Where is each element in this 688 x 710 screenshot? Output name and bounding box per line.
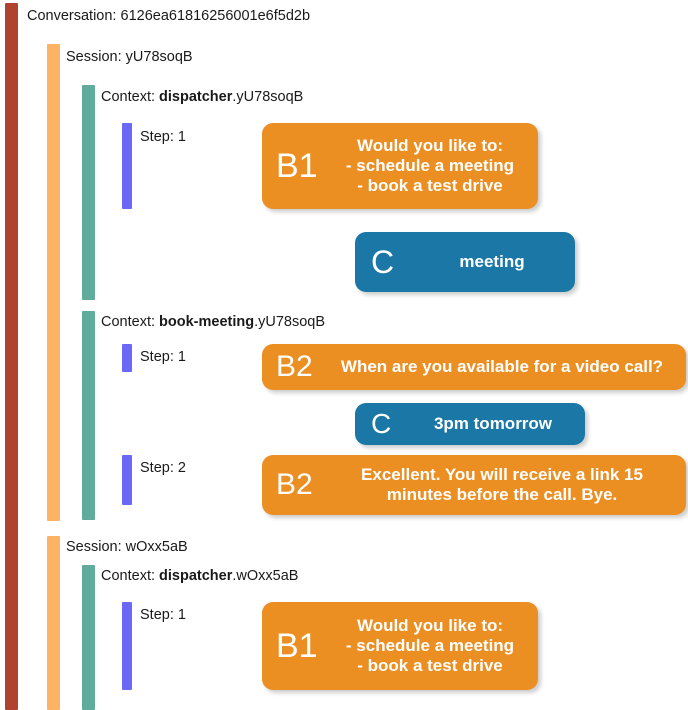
message-bubble-b1-second[interactable]: B1 Would you like to:- schedule a meetin… [262, 602, 538, 690]
context-label-book-meeting: Context: book-meeting.yU78soqB [101, 315, 325, 330]
step-bar-2-1-1 [122, 602, 132, 690]
message-text: meeting [459, 251, 525, 271]
context-bar-book-meeting [82, 311, 95, 520]
session-bar-wOxx5aB [47, 536, 60, 710]
message-text: 3pm tomorrow [433, 413, 553, 433]
message-line-2: - schedule a meeting [345, 635, 515, 655]
message-line-3: - book a test drive [357, 176, 503, 196]
context-bar-dispatcher-1 [82, 85, 95, 300]
message-line-1: Excellent. You will receive a link 15 [361, 464, 643, 484]
context-label-prefix: Context: [101, 568, 160, 584]
context-suffix: .yU78soqB [254, 314, 326, 330]
context-name: dispatcher [159, 568, 233, 584]
message-line-3: - book a test drive [357, 656, 503, 676]
message-tag: B2 [276, 468, 313, 501]
step-label-1-2-2: Step: 2 [140, 460, 186, 476]
step-label-1-1-1: Step: 1 [140, 129, 186, 145]
message-tag: B1 [276, 627, 318, 665]
session-id: yU78soqB [125, 49, 193, 65]
session-label-prefix: Session: [66, 49, 126, 65]
context-label-prefix: Context: [101, 314, 160, 330]
message-tag: C [371, 408, 392, 439]
session-label-prefix: Session: [66, 539, 126, 555]
session-bar-yU78soqB [47, 44, 60, 521]
message-line-1: Would you like to: [356, 135, 504, 155]
context-bar-dispatcher-2 [82, 565, 95, 710]
message-bubble-b2-question[interactable]: B2 When are you available for a video ca… [262, 344, 686, 390]
step-bar-1-2-2 [122, 455, 132, 505]
message-bubble-b1-first[interactable]: B1 Would you like to:- schedule a meetin… [262, 123, 538, 209]
message-bubble-b2-confirm[interactable]: B2 Excellent. You will receive a link 15… [262, 455, 686, 515]
conversation-label: Conversation: 6126ea61816256001e6f5d2b [27, 9, 310, 24]
session-id: wOxx5aB [125, 539, 188, 555]
conversation-id: 6126ea61816256001e6f5d2b [120, 8, 311, 24]
session-label-wOxx5aB: Session: wOxx5aB [66, 540, 188, 555]
message-bubble-c-meeting[interactable]: C meeting [355, 232, 575, 292]
context-label-prefix: Context: [101, 89, 160, 105]
message-line-2: minutes before the call. Bye. [386, 485, 618, 504]
message-text: Would you like to:- schedule a meeting- … [338, 136, 522, 196]
context-name: book-meeting [159, 314, 255, 330]
context-name: dispatcher [159, 89, 233, 105]
message-tag: B2 [276, 350, 313, 383]
step-bar-1-2-1 [122, 344, 132, 372]
context-label-dispatcher-1: Context: dispatcher.yU78soqB [101, 90, 303, 105]
session-label-yU78soqB: Session: yU78soqB [66, 50, 193, 65]
context-suffix: .wOxx5aB [232, 568, 299, 584]
conversation-label-prefix: Conversation: [27, 8, 121, 24]
message-line-2: - schedule a meeting [345, 155, 515, 175]
message-text: Would you like to:- schedule a meeting- … [338, 616, 522, 676]
message-tag: C [371, 244, 395, 280]
context-suffix: .yU78soqB [232, 89, 304, 105]
step-bar-1-1-1 [122, 123, 132, 209]
message-bubble-c-time[interactable]: C 3pm tomorrow [355, 403, 585, 445]
message-line-1: Would you like to: [356, 615, 504, 635]
conversation-bar [5, 3, 18, 710]
step-label-1-2-1: Step: 1 [140, 349, 186, 365]
step-label-2-1-1: Step: 1 [140, 607, 186, 623]
message-text: When are you available for a video call? [340, 356, 664, 376]
context-label-dispatcher-2: Context: dispatcher.wOxx5aB [101, 569, 298, 584]
message-tag: B1 [276, 147, 318, 185]
